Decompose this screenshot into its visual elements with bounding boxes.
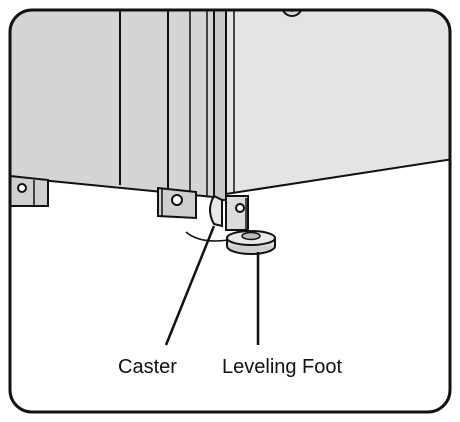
leveling-foot [225,195,276,255]
caster-label: Caster [118,356,177,378]
cabinet-side-panel [225,10,450,196]
diagram-frame [8,8,452,414]
corner-post [213,10,227,201]
caster-callout-line [164,225,216,346]
middle-mounting-bracket [157,186,197,220]
left-mounting-bracket [10,174,49,207]
caster-wheel [185,194,229,242]
top-knob [281,10,303,17]
leveling-foot-label: Leveling Foot [222,356,343,378]
